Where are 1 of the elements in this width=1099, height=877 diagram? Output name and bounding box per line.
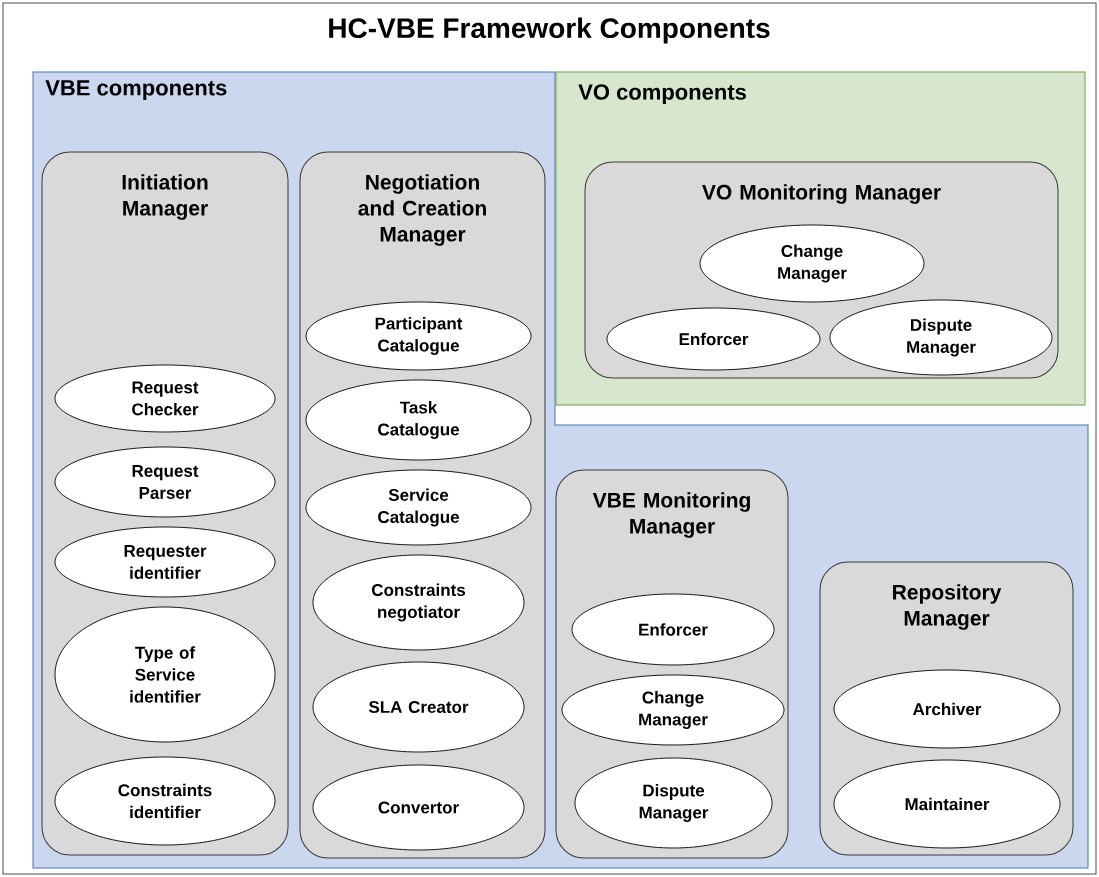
- title: HC-VBE Framework Components: [329, 17, 770, 44]
